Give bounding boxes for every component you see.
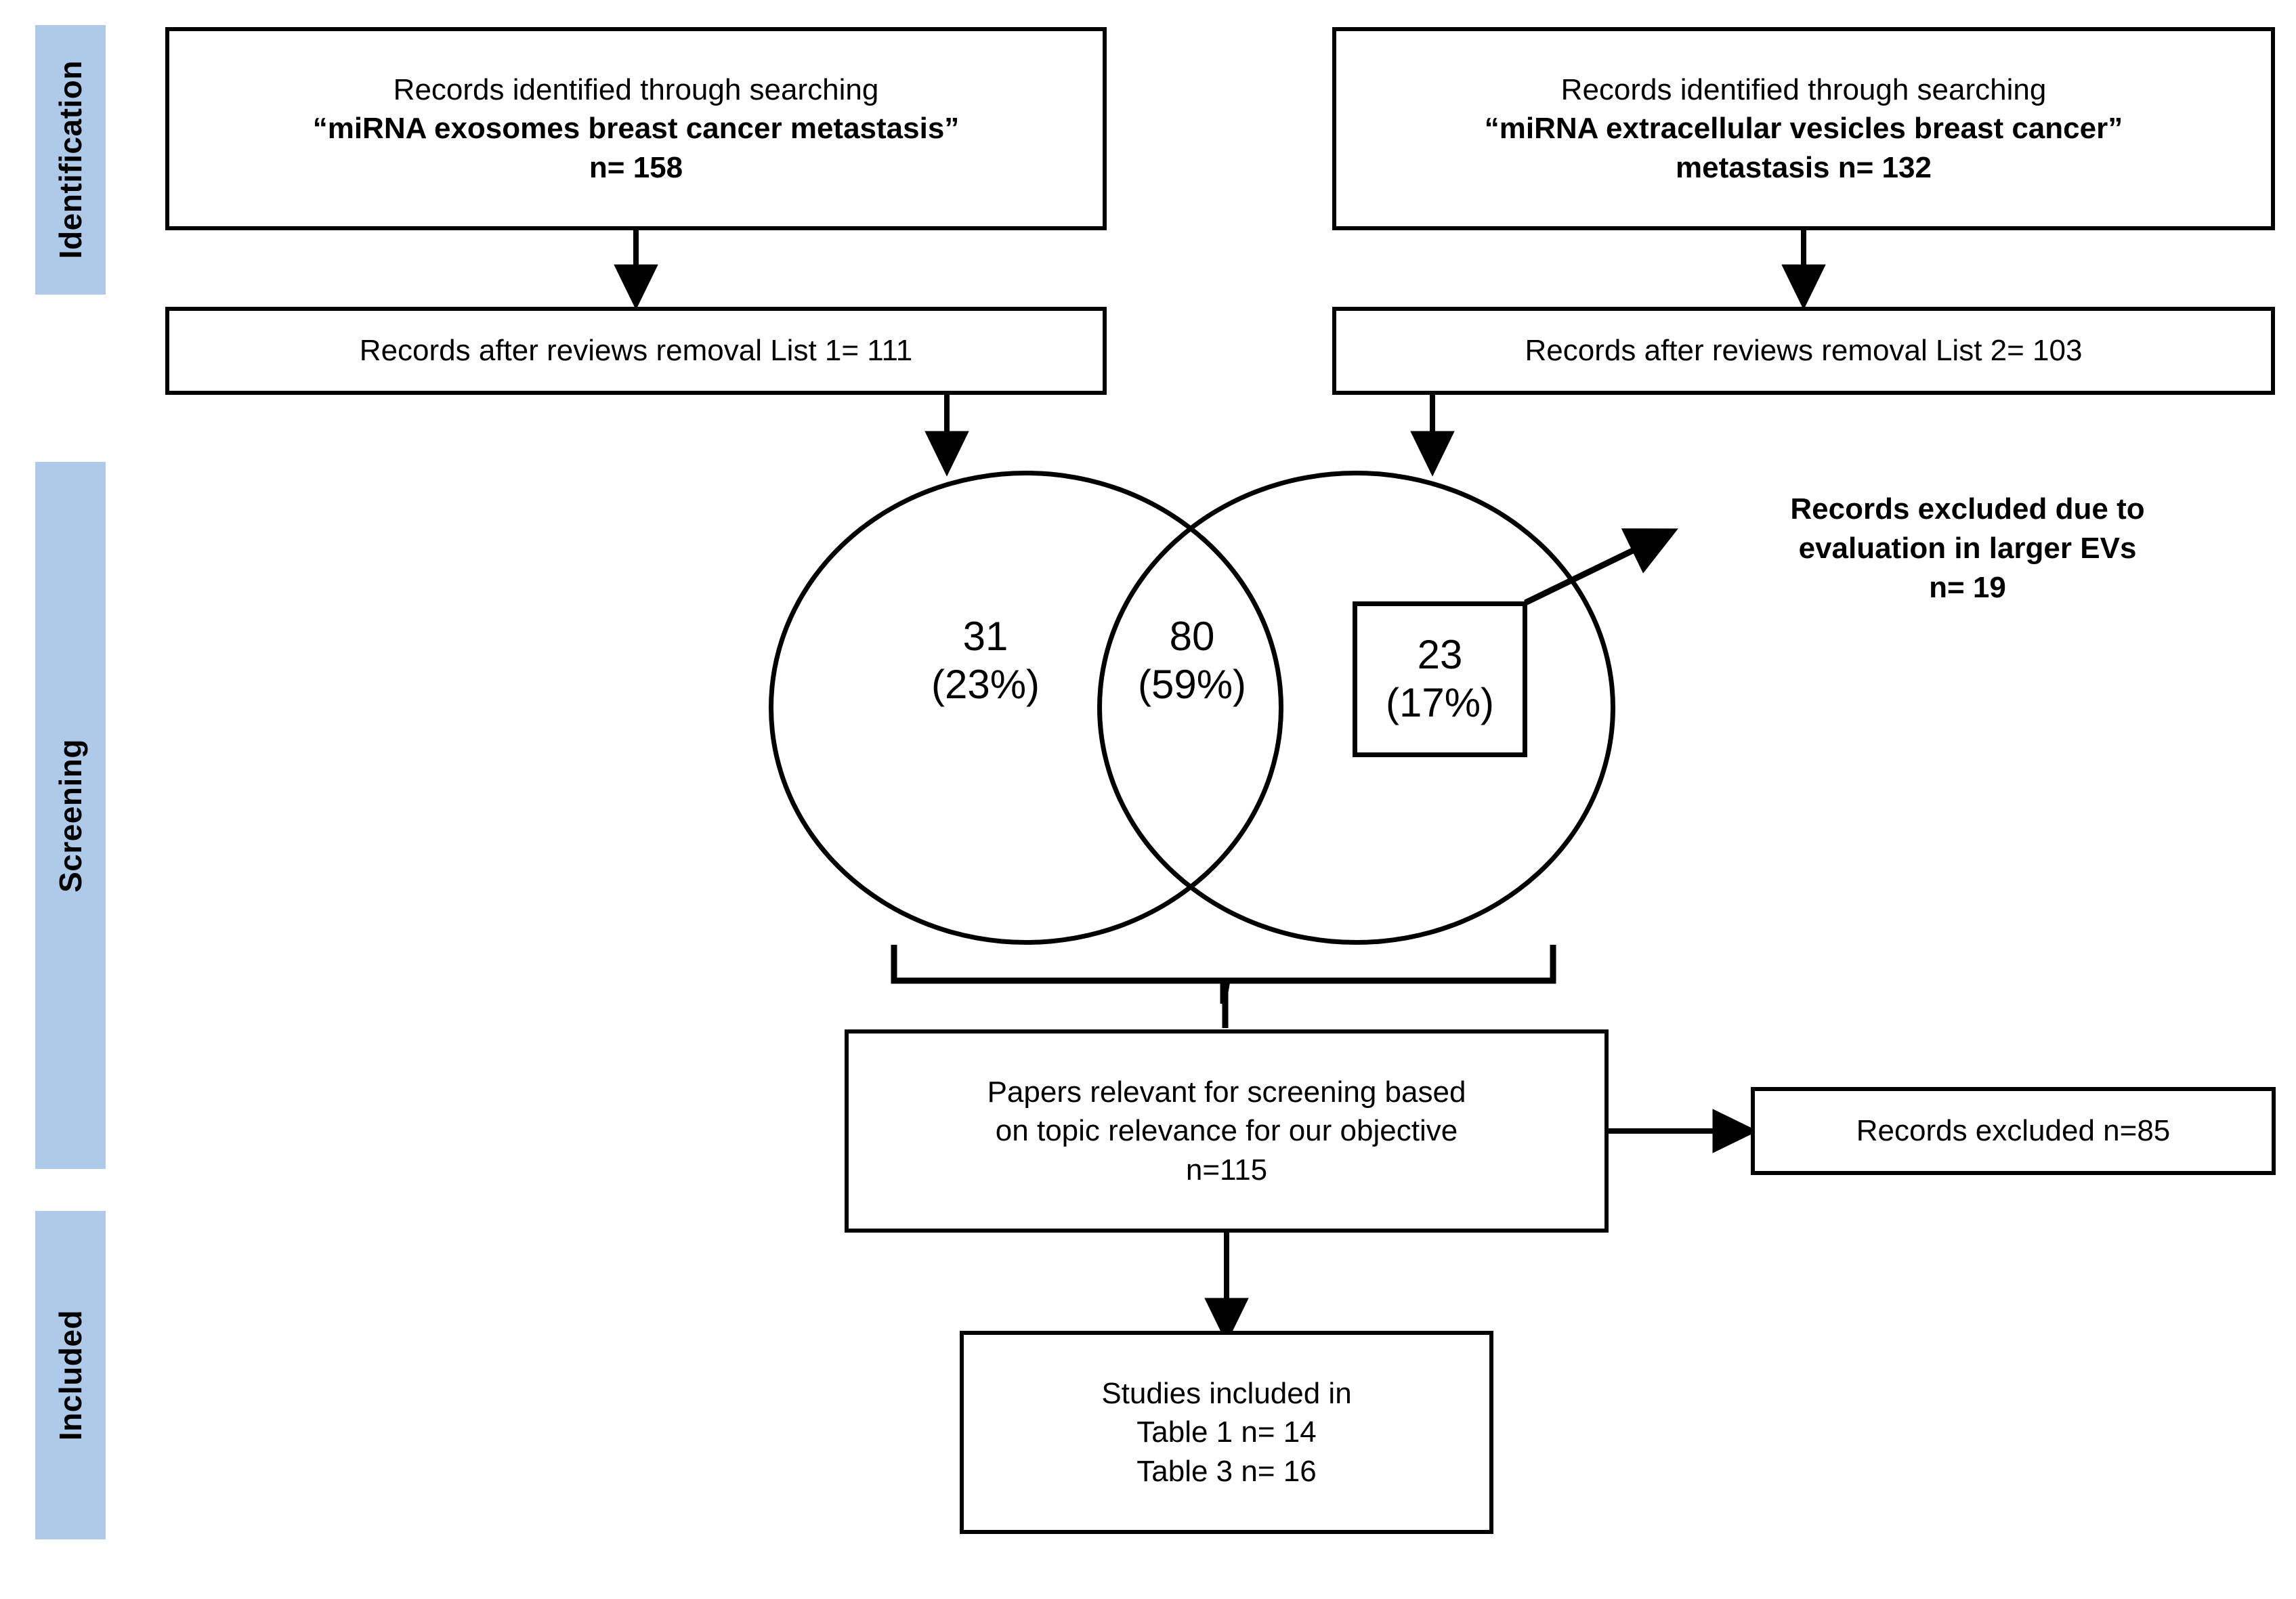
phase-bar-identification: Identification: [35, 25, 106, 295]
box-records-identified-list2[interactable]: Records identified through searching “mi…: [1332, 27, 2275, 230]
box-records-after-reviews-removal-list1[interactable]: Records after reviews removal List 1= 11…: [165, 307, 1107, 395]
venn-right-percent: (17%): [1385, 680, 1495, 725]
box-line-1: Records excluded n=85: [1856, 1114, 2171, 1148]
note-line-2: evaluation in larger EVs: [1798, 532, 2137, 566]
phase-bar-included: Included: [35, 1211, 106, 1539]
note-records-excluded-larger-evs: Records excluded due to evaluation in la…: [1666, 490, 2269, 607]
box-line-1: Records identified through searching: [1560, 73, 2047, 107]
box-line-3: n=115: [1185, 1153, 1268, 1187]
box-line-2: “miRNA extracellular vesicles breast can…: [1484, 112, 2123, 146]
box-line-3: n= 158: [589, 150, 683, 184]
note-line-3: n= 19: [1929, 571, 2006, 605]
venn-label-left-only: 31 (23%): [901, 613, 1070, 709]
phase-bar-screening: Screening: [35, 462, 106, 1169]
venn-ellipse-list2: [1097, 471, 1615, 945]
box-studies-included[interactable]: Studies included in Table 1 n= 14 Table …: [960, 1331, 1493, 1534]
box-line-2: Table 1 n= 14: [1136, 1415, 1317, 1449]
box-line-2: “miRNA exosomes breast cancer metastasis…: [312, 112, 960, 146]
venn-label-overlap: 80 (59%): [1107, 613, 1277, 709]
box-papers-relevant-for-screening[interactable]: Papers relevant for screening based on t…: [845, 1029, 1609, 1233]
venn-left-percent: (23%): [931, 661, 1040, 707]
box-line-1: Papers relevant for screening based: [987, 1075, 1466, 1109]
venn-right-count: 23: [1417, 632, 1463, 678]
box-records-after-reviews-removal-list2[interactable]: Records after reviews removal List 2= 10…: [1332, 307, 2275, 395]
venn-overlap-percent: (59%): [1137, 661, 1247, 707]
venn-label-right-only-box[interactable]: 23 (17%): [1353, 601, 1527, 757]
venn-left-count: 31: [962, 614, 1008, 659]
box-line-2: on topic relevance for our objective: [995, 1114, 1458, 1148]
box-line-3: metastasis n= 132: [1676, 150, 1932, 184]
box-records-identified-list1[interactable]: Records identified through searching “mi…: [165, 27, 1107, 230]
box-line-3: Table 3 n= 16: [1136, 1454, 1317, 1488]
box-line-1: Studies included in: [1101, 1377, 1352, 1411]
box-line-1: Records identified through searching: [393, 73, 879, 107]
venn-overlap-count: 80: [1169, 614, 1215, 659]
note-line-1: Records excluded due to: [1790, 492, 2145, 526]
box-line-1: Records after reviews removal List 2= 10…: [1525, 334, 2083, 368]
box-line-1: Records after reviews removal List 1= 11…: [359, 334, 913, 368]
box-records-excluded[interactable]: Records excluded n=85: [1751, 1087, 2276, 1175]
